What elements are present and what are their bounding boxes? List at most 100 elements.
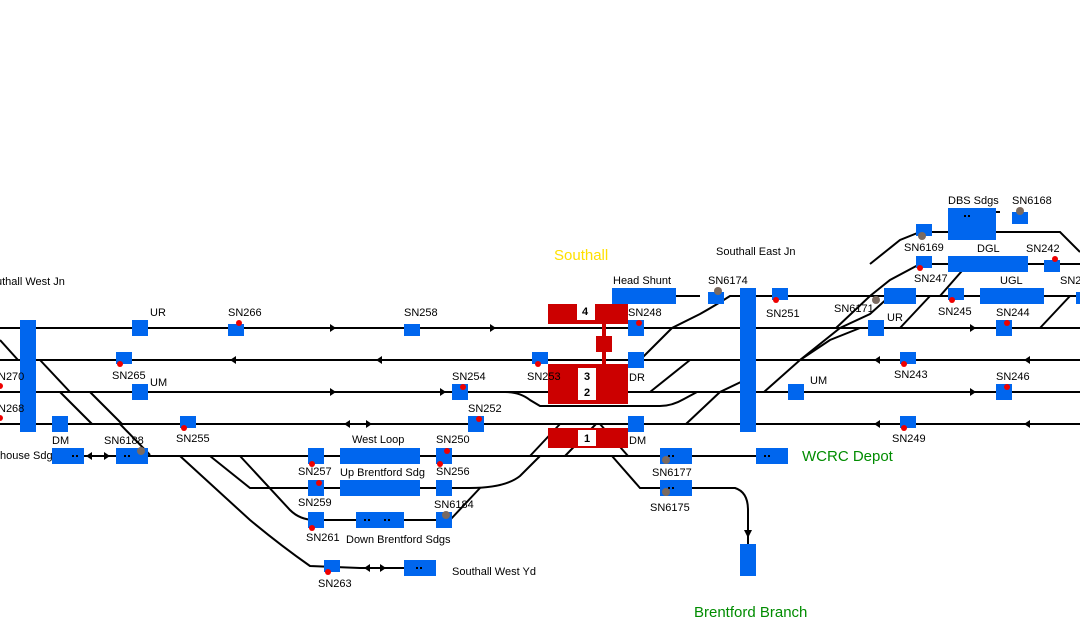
- signal-sn270: [0, 383, 3, 389]
- signal-sn6171: [872, 296, 880, 304]
- track-network: [0, 211, 1080, 569]
- line-label-ur-east: UR: [887, 312, 903, 324]
- track-crossover: [0, 339, 19, 361]
- destination-brentford-branch: Brentford Branch: [694, 604, 807, 621]
- signal-label: N270: [0, 371, 24, 383]
- line-label-um-east: UM: [810, 375, 827, 387]
- siding-up-brentford: Up Brentford Sdg: [340, 467, 425, 479]
- track-circuit: [1076, 292, 1080, 304]
- signal-label: SN242: [1026, 243, 1060, 255]
- signal-sn6188: [137, 447, 145, 455]
- signal-label: SN243: [894, 369, 928, 381]
- signal-labels: N270 N268 SN266 SN265 SN258 SN255 SN6188…: [0, 195, 1080, 590]
- platform-3-label: 3: [584, 371, 590, 383]
- signal-label: SN6168: [1012, 195, 1052, 207]
- track-west-yard: [179, 455, 410, 569]
- platform-number-box: [578, 368, 596, 400]
- signal-label: SN253: [527, 371, 561, 383]
- signal-sn249: [901, 425, 907, 431]
- signal-label: SN265: [112, 370, 146, 382]
- track-crossover: [799, 295, 891, 361]
- siding-southall-west-yd: Southall West Yd: [452, 566, 536, 578]
- track-circuit: [708, 292, 724, 304]
- section-dots: [72, 215, 970, 569]
- signal-sn247: [917, 265, 923, 271]
- signal-sn6175: [662, 488, 670, 496]
- signal-sn243: [901, 361, 907, 367]
- signal-label: SN251: [766, 308, 800, 320]
- line-label-um-west: UM: [150, 377, 167, 389]
- siding-ugl: UGL: [1000, 275, 1023, 287]
- signal-label: SN256: [436, 466, 470, 478]
- siding-house: house Sdg: [0, 450, 53, 462]
- track-circuit: [1012, 212, 1028, 224]
- track-circuit: [132, 320, 148, 336]
- signal-sn6184: [442, 511, 450, 519]
- signal-sn6174: [714, 287, 722, 295]
- signal-sn263: [325, 569, 331, 575]
- signal-label: SN6174: [708, 275, 748, 287]
- signal-label: SN245: [938, 306, 972, 318]
- track-circuit: [532, 352, 548, 364]
- track-circuit-west-loop: [340, 448, 420, 464]
- track-circuit-brentford: [740, 544, 756, 576]
- track-circuit: [884, 288, 916, 304]
- signal-label: SN249: [892, 433, 926, 445]
- signal-label: SN6184: [434, 499, 474, 511]
- signal-label: SN246: [996, 371, 1030, 383]
- track-brentford-branch: [611, 455, 749, 545]
- signal-sn255: [181, 425, 187, 431]
- signal-label: SN258: [404, 307, 438, 319]
- signal-sn253: [535, 361, 541, 367]
- signal-label: SN263: [318, 578, 352, 590]
- track-circuit-ugl: [980, 288, 1044, 304]
- siding-down-brentford: Down Brentford Sdgs: [346, 534, 451, 546]
- signal-sn242: [1052, 256, 1058, 262]
- track-circuit-east-jn: [740, 288, 756, 432]
- platform-2-label: 2: [584, 387, 590, 399]
- signal-sn265: [117, 361, 123, 367]
- signal-sn246: [1004, 384, 1010, 390]
- track-crossover: [39, 359, 71, 393]
- track-circuit: [868, 320, 884, 336]
- siding-head-shunt: Head Shunt: [613, 275, 671, 287]
- track-circuit-up-brentford: [340, 480, 420, 496]
- signal-sn244: [1004, 320, 1010, 326]
- signal-label: SN261: [306, 532, 340, 544]
- platform-area[interactable]: 4 3 2 1: [548, 304, 628, 448]
- track-circuit: [132, 384, 148, 400]
- platform-4-label: 4: [582, 306, 589, 318]
- track-circuit: [628, 416, 644, 432]
- track-circuits[interactable]: [20, 208, 1080, 576]
- signal-label: SN250: [436, 434, 470, 446]
- track-circuit: [404, 324, 420, 336]
- track-circuit-dbs-sdgs: [948, 208, 996, 240]
- siding-dgl: DGL: [977, 243, 1000, 255]
- track-platform-loop: [480, 391, 698, 407]
- track-crossover: [649, 359, 691, 393]
- signal-sn6177: [662, 456, 670, 464]
- signals[interactable]: [0, 207, 1058, 575]
- signal-label: SN247: [914, 273, 948, 285]
- signal-label: SN266: [228, 307, 262, 319]
- line-label-dm-central: DM: [629, 435, 646, 447]
- signal-sn250: [444, 448, 450, 454]
- siding-dbs-sdgs: DBS Sdgs: [948, 195, 999, 207]
- track-circuit-west-jn: [20, 320, 36, 432]
- direction-arrows: [86, 324, 1030, 572]
- junction-southall-east: Southall East Jn: [716, 246, 796, 258]
- signal-label: SN6171: [834, 303, 874, 315]
- signal-label: SN2: [1060, 275, 1080, 287]
- line-label-dm-west: DM: [52, 435, 69, 447]
- signal-label: SN6169: [904, 242, 944, 254]
- track-crossover: [89, 391, 123, 425]
- track-circuit: [1044, 260, 1060, 272]
- platform-number-box: [578, 430, 596, 446]
- line-label-dr: DR: [629, 372, 645, 384]
- track-circuit-head-shunt: [612, 288, 676, 304]
- signal-sn259: [316, 480, 322, 486]
- track-circuit: [52, 416, 68, 432]
- signal-label: SN254: [452, 371, 486, 383]
- signal-sn266: [236, 320, 242, 326]
